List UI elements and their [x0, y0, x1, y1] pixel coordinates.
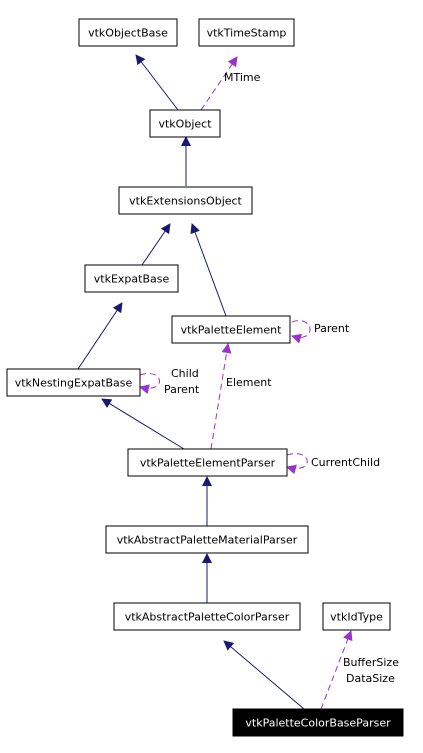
edge-mtime [200, 56, 238, 111]
node-vtkpalettecolorbaseparser[interactable]: vtkPaletteColorBaseParser [232, 708, 404, 737]
edge-vtkexpatbase-to-vtkextensionsobject [141, 223, 171, 266]
node-label: vtkExpatBase [94, 273, 170, 286]
node-label: vtkAbstractPaletteMaterialParser [117, 534, 298, 547]
node-vtkobject[interactable]: vtkObject [149, 109, 221, 138]
edge-vtknestingexpatbase-to-vtkexpatbase [77, 302, 123, 370]
node-label: vtkIdType [330, 611, 383, 624]
node-vtknestingexpatbase[interactable]: vtkNestingExpatBase [6, 368, 141, 397]
node-label: vtkNestingExpatBase [15, 377, 133, 390]
edge-label-mtime: MTime [224, 71, 261, 84]
node-vtkobjectbase[interactable]: vtkObjectBase [78, 18, 178, 47]
node-label: vtkObject [158, 118, 212, 131]
edge-label-current-child: CurrentChild [311, 456, 380, 469]
node-label: vtkAbstractPaletteColorParser [125, 611, 290, 624]
edge-label-datasize: DataSize [346, 672, 395, 685]
node-vtkabstractpalettecolorparser[interactable]: vtkAbstractPaletteColorParser [113, 602, 301, 631]
node-label: vtkExtensionsObject [129, 195, 242, 208]
edge-current-child-self [286, 453, 308, 475]
node-label: vtkPaletteElementParser [140, 457, 276, 470]
edge-label-parent: Parent [164, 383, 200, 396]
edge-vtkpaletteelement-to-vtkextensionsobject [190, 223, 227, 317]
node-label: vtkPaletteElement [181, 324, 283, 337]
node-vtkpaletteelement[interactable]: vtkPaletteElement [171, 315, 291, 344]
node-label: vtkObjectBase [88, 27, 168, 40]
node-vtktimestamp[interactable]: vtkTimeStamp [198, 18, 295, 47]
edge-label-element: Element [226, 376, 272, 389]
edge-vtkpaletteelementparser-to-vtknestingexpatbase [101, 398, 185, 450]
edge-label-child: Child [171, 367, 199, 380]
node-vtkexpatbase[interactable]: vtkExpatBase [84, 264, 179, 293]
node-label: vtkTimeStamp [207, 27, 287, 40]
node-vtkextensionsobject[interactable]: vtkExtensionsObject [118, 186, 253, 215]
node-label: vtkPaletteColorBaseParser [245, 717, 391, 730]
node-vtkabstractpalettematerialparser[interactable]: vtkAbstractPaletteMaterialParser [105, 525, 309, 554]
node-vtkidtype[interactable]: vtkIdType [322, 602, 391, 631]
edge-child-parent-self [139, 373, 160, 395]
edge-vtkpalettecolorbaseparser-to-vtkabstractpalettecolorparser [223, 640, 305, 710]
node-vtkpaletteelementparser[interactable]: vtkPaletteElementParser [127, 448, 288, 477]
edge-label-buffersize: BufferSize [343, 656, 399, 669]
edge-buffersize-datasize [320, 630, 353, 710]
edge-label-parent-self: Parent [314, 322, 350, 335]
edge-element [210, 343, 232, 450]
edge-vtkobject-to-vtkobjectbase [135, 54, 179, 111]
edge-parent-self [291, 320, 311, 344]
